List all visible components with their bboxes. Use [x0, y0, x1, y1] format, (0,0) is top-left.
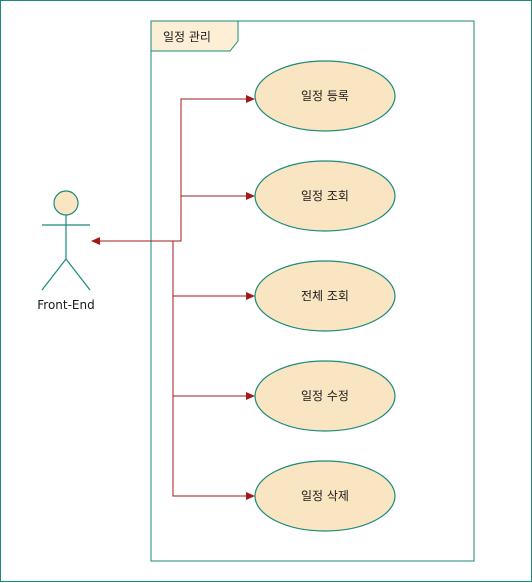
use-case-edit-label: 일정 수정	[301, 389, 349, 403]
use-case-edit[interactable]: 일정 수정	[254, 360, 396, 432]
actor-right-leg	[65, 258, 91, 291]
connector-register	[173, 95, 255, 242]
use-case-register-label: 일정 등록	[301, 89, 349, 103]
system-title-tab	[150, 20, 239, 52]
use-case-delete-label: 일정 삭제	[301, 489, 349, 503]
use-case-view[interactable]: 일정 조회	[254, 160, 396, 232]
actor-left-leg	[41, 258, 67, 291]
system-title: 일정 관리	[163, 30, 211, 44]
connectors	[91, 95, 255, 500]
connector-delete	[172, 396, 255, 500]
use-case-delete[interactable]: 일정 삭제	[254, 460, 396, 532]
use-case-view-all[interactable]: 전체 조회	[254, 260, 396, 332]
use-case-register[interactable]: 일정 등록	[254, 60, 396, 132]
actor-head	[53, 190, 79, 216]
use-case-view-all-label: 전체 조회	[301, 289, 349, 303]
actor-front-end[interactable]: Front-End	[37, 190, 95, 312]
actor-label: Front-End	[37, 298, 95, 312]
use-case-view-label: 일정 조회	[301, 189, 349, 203]
